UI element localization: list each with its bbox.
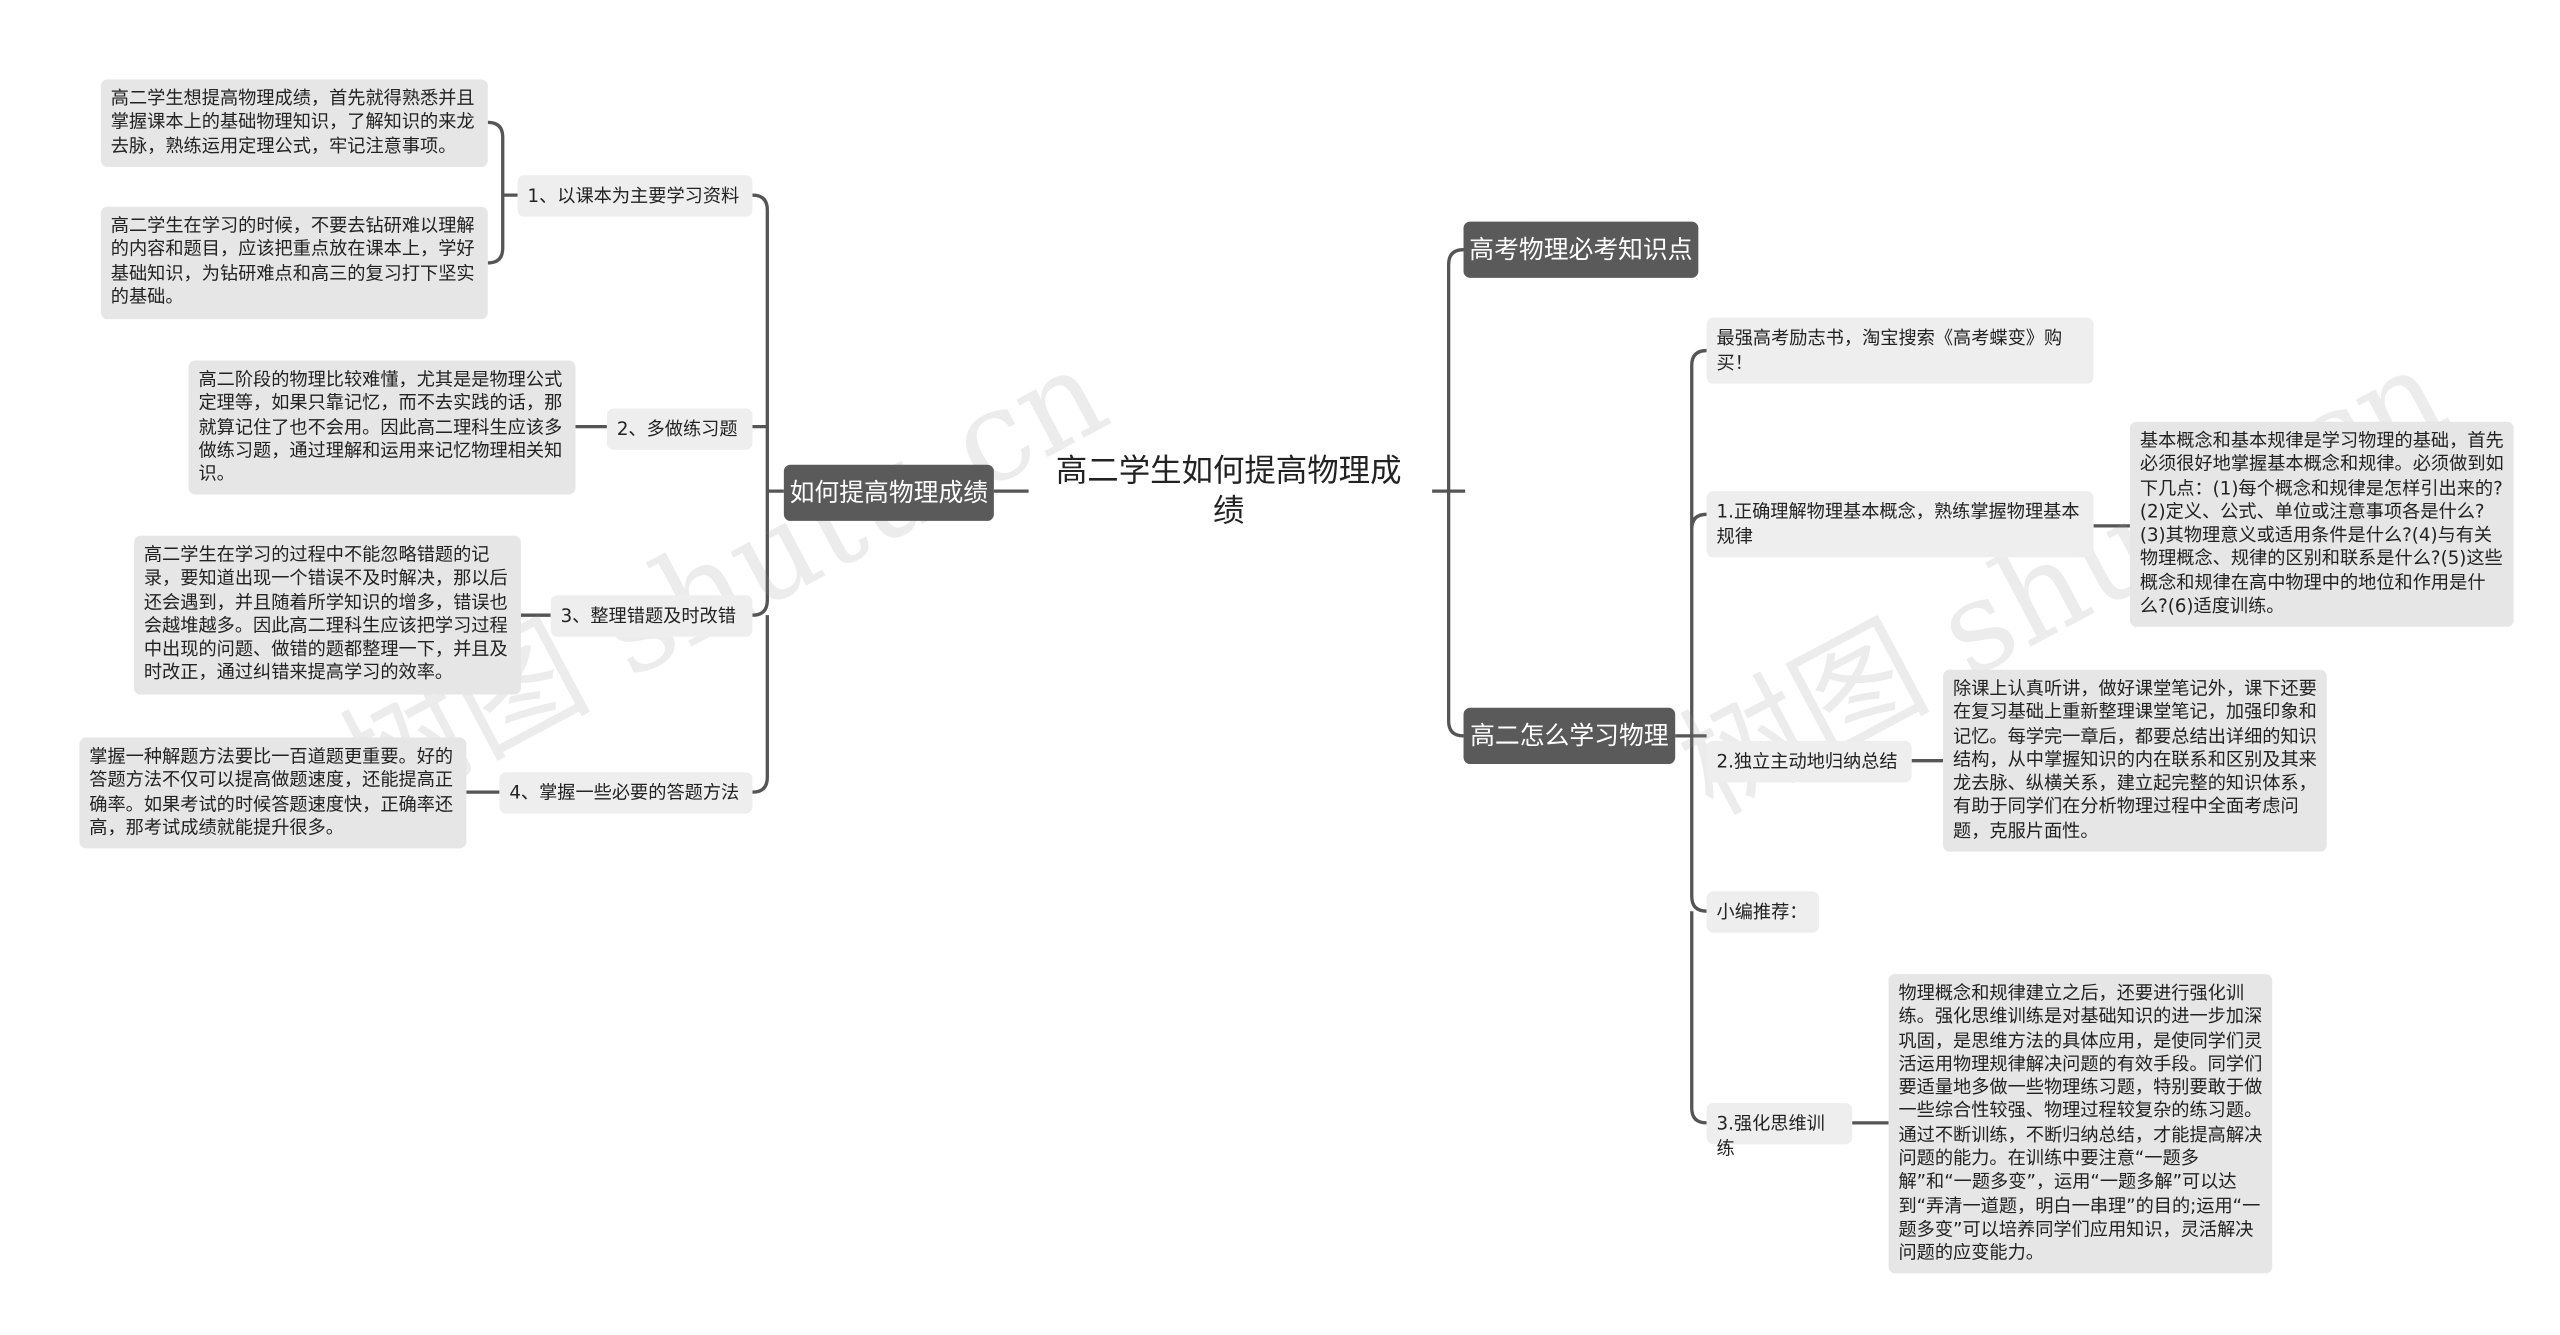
leaf-textbook-2[interactable]: 高二学生在学习的时候，不要去钻研难以理解的内容和题目，应该把重点放在课本上，学好… [100,206,488,320]
subtopic-editor-recommend[interactable]: 小编推荐： [1706,891,1820,933]
leaf-summarize[interactable]: 除课上认真听讲，做好课堂笔记外，课下还要在复习基础上重新整理课堂笔记，加强印象和… [1943,669,2327,852]
subtopic-thinking[interactable]: 3.强化思维训练 [1706,1103,1853,1159]
subtopic-methods[interactable]: 4、掌握一些必要的答题方法 [499,772,753,814]
leaf-concepts[interactable]: 基本概念和基本规律是学习物理的基础，首先必须很好地掌握基本概念和规律。必须做到如… [2129,421,2514,627]
main-topic-left[interactable]: 如何提高物理成绩 [783,464,994,521]
leaf-thinking[interactable]: 物理概念和规律建立之后，还要进行强化训练。强化思维训练是对基础知识的进一步加深巩… [1888,974,2273,1274]
subtopic-textbook[interactable]: 1、以课本为主要学习资料 [517,175,753,217]
subtopic-summarize[interactable]: 2.独立主动地归纳总结 [1706,740,1912,783]
root-topic[interactable]: 高二学生如何提高物理成绩 [1055,453,1402,530]
main-topic-right-1[interactable]: 高考物理必考知识点 [1463,221,1699,278]
link-right-subs [1675,348,1707,1125]
subtopic-mistakes[interactable]: 3、整理错题及时改错 [550,595,753,637]
link-sub1-leaves [487,120,518,265]
subtopic-concepts[interactable]: 1.正确理解物理基本概念，熟练掌握物理基本规律 [1706,491,2094,558]
leaf-methods[interactable]: 掌握一种解题方法要比一百道题更重要。好的答题方法不仅可以提高做题速度，还能提高正… [79,737,467,849]
subtopic-practice[interactable]: 2、多做练习题 [606,408,753,450]
leaf-textbook-1[interactable]: 高二学生想提高物理成绩，首先就得熟悉并且掌握课本上的基础物理知识，了解知识的来龙… [100,79,488,168]
leaf-practice[interactable]: 高二阶段的物理比较难懂，尤其是是物理公式定理等，如果只靠记忆，而不去实践的话，那… [188,360,576,495]
main-topic-right-2[interactable]: 高二怎么学习物理 [1463,707,1676,765]
subtopic-book-promo[interactable]: 最强高考励志书，淘宝搜索《高考蝶变》购买！ [1706,317,2094,384]
link-left-trunk [752,193,784,794]
link-right-trunk [1446,248,1466,738]
leaf-mistakes[interactable]: 高二学生在学习的过程中不能忽略错题的记录，要知道出现一个错误不及时解决，那以后还… [133,535,521,695]
